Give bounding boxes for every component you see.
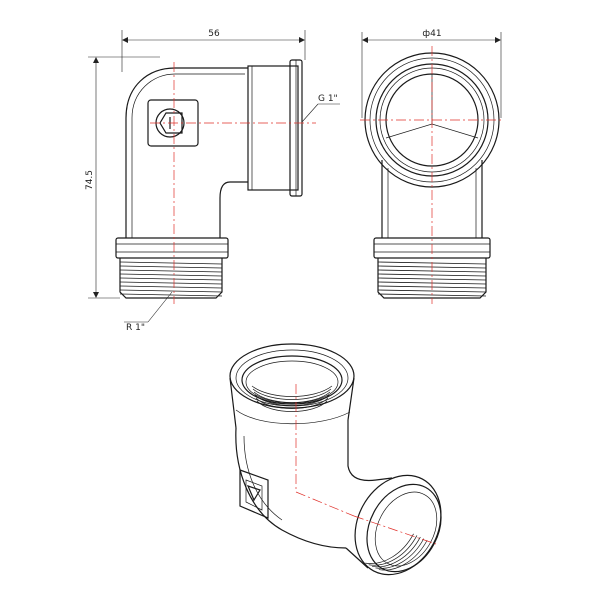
- front-view: 56 74.5: [85, 29, 340, 333]
- height-dimension-label: 74.5: [85, 170, 95, 190]
- male-thread-bottom: [119, 258, 223, 299]
- thread-callout-bottom: R 1": [124, 291, 173, 333]
- diameter-dimension: ф41: [361, 29, 502, 118]
- side-view: ф41: [360, 29, 504, 304]
- diameter-dimension-label: ф41: [422, 29, 441, 39]
- side-outlet: [247, 59, 303, 197]
- iso-logo-icon: [239, 469, 269, 519]
- width-dimension-label: 56: [208, 29, 220, 39]
- elbow-body-outline: [125, 67, 248, 238]
- thread-bottom-label: R 1": [126, 323, 145, 333]
- thread-callout-top: G 1": [301, 94, 340, 123]
- isometric-view: [229, 343, 442, 576]
- thread-top-label: G 1": [318, 94, 338, 104]
- bottom-collar: [115, 237, 229, 259]
- height-dimension: 74.5: [85, 56, 160, 299]
- width-dimension: 56: [121, 29, 306, 72]
